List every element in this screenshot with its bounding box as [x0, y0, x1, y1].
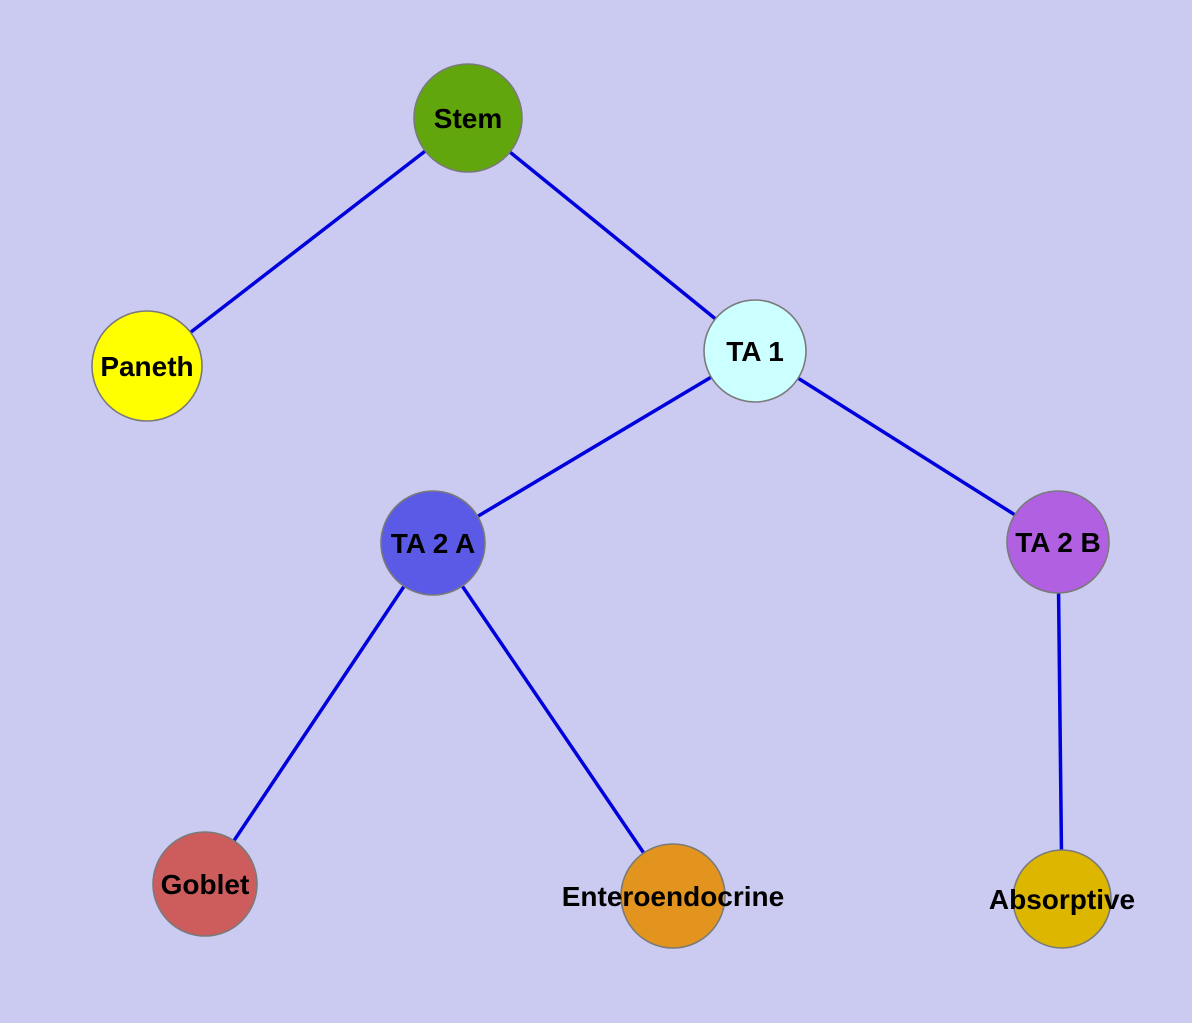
node-circle-paneth[interactable]: [91, 310, 203, 422]
node-ta2b[interactable]: TA 2 B: [1006, 490, 1110, 594]
edge-stem-to-ta1: [466, 116, 757, 353]
edge-ta2b-to-absorptive: [1056, 541, 1064, 900]
node-circle-ta1[interactable]: [703, 299, 807, 403]
node-circle-ta2a[interactable]: [380, 490, 486, 596]
edge-stem-to-paneth: [145, 116, 470, 368]
node-absorptive[interactable]: Absorptive: [989, 849, 1135, 949]
node-circle-stem[interactable]: [413, 63, 523, 173]
node-goblet[interactable]: Goblet: [152, 831, 258, 937]
node-circle-goblet[interactable]: [152, 831, 258, 937]
node-circle-absorptive[interactable]: [1012, 849, 1112, 949]
edge-ta2a-to-goblet: [203, 542, 435, 885]
node-circle-enteroendocrine[interactable]: [620, 843, 726, 949]
node-ta1[interactable]: TA 1: [703, 299, 807, 403]
node-ta2a[interactable]: TA 2 A: [380, 490, 486, 596]
edge-ta1-to-ta2a: [432, 349, 756, 545]
node-enteroendocrine[interactable]: Enteroendocrine: [562, 843, 784, 949]
node-paneth[interactable]: Paneth: [91, 310, 203, 422]
node-circle-ta2b[interactable]: [1006, 490, 1110, 594]
edge-ta1-to-ta2b: [754, 349, 1059, 544]
node-stem[interactable]: Stem: [413, 63, 523, 173]
edge-ta2a-to-enteroendocrine: [431, 542, 675, 897]
